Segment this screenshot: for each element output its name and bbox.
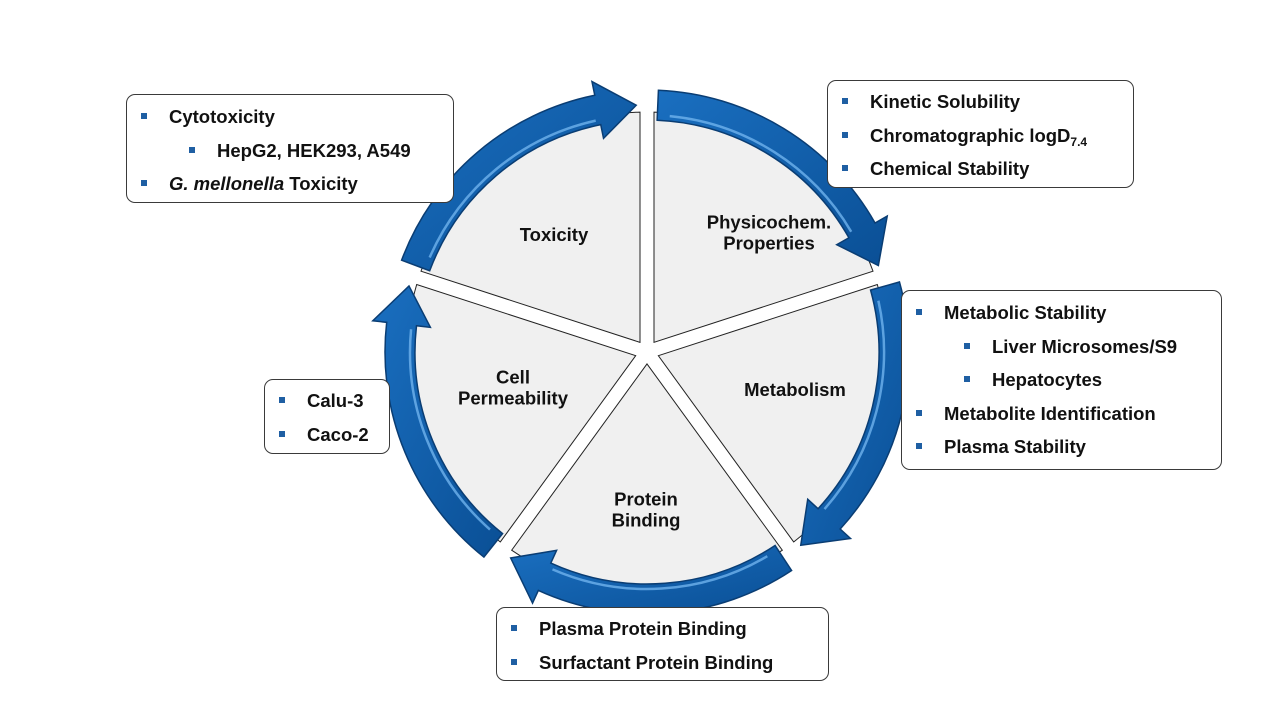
- bullet-icon: [279, 397, 285, 403]
- arrow-highlight: [428, 119, 596, 258]
- bullet-icon: [189, 146, 195, 153]
- list-item: Cytotoxicity: [127, 100, 453, 134]
- segment-label-toxicity: Toxicity: [520, 224, 589, 245]
- list-item-text: Plasma Protein Binding: [539, 618, 747, 639]
- list-item-text: Caco-2: [307, 423, 369, 445]
- bullet-icon: [916, 309, 922, 315]
- list-item: Metabolite Identification: [902, 397, 1221, 431]
- list-item: Metabolic Stability: [902, 296, 1221, 330]
- bullet-icon: [511, 658, 517, 665]
- list-item-text: Surfactant Protein Binding: [539, 651, 774, 673]
- arrow-highlight: [669, 114, 853, 233]
- list-item: Chromatographic logD7.4: [828, 119, 1133, 153]
- bullet-icon: [141, 180, 147, 186]
- list-item: Plasma Protein Binding: [497, 612, 828, 646]
- list-item-text: Chromatographic logD7.4: [870, 124, 1088, 149]
- bullet-icon: [842, 98, 848, 104]
- list-item: Hepatocytes: [902, 363, 1221, 397]
- bullet-icon: [511, 625, 517, 631]
- list-item-text: Metabolic Stability: [944, 302, 1107, 323]
- segment-label-metabolism: Metabolism: [744, 379, 846, 400]
- bullet-icon: [964, 376, 970, 382]
- list-item-text: G. mellonella Toxicity: [169, 173, 358, 194]
- list-item-text: Plasma Stability: [944, 436, 1086, 457]
- list-item-text: HepG2, HEK293, A549: [217, 139, 411, 161]
- list-item: Kinetic Solubility: [828, 85, 1133, 119]
- list-item-text: Liver Microsomes/S9: [992, 335, 1178, 357]
- list-item: Calu-3: [265, 384, 389, 418]
- bullet-icon: [964, 342, 970, 349]
- bullet-icon: [279, 430, 285, 437]
- list-item-text: Calu-3: [307, 390, 364, 411]
- arrow-highlight: [823, 300, 886, 510]
- arrow-highlight: [408, 329, 491, 531]
- bullet-icon: [916, 443, 922, 449]
- list-item: HepG2, HEK293, A549: [127, 134, 453, 168]
- list-item-text: Hepatocytes: [992, 369, 1103, 390]
- bullet-icon: [916, 409, 922, 416]
- arrow-highlight: [551, 555, 768, 591]
- list-item-text: Chemical Stability: [870, 158, 1030, 179]
- bullet-icon: [842, 131, 848, 138]
- list-item-text: Metabolite Identification: [944, 402, 1156, 424]
- bullet-icon: [141, 113, 147, 119]
- list-item: Caco-2: [265, 418, 389, 452]
- list-item: G. mellonella Toxicity: [127, 167, 453, 201]
- list-item: Plasma Stability: [902, 430, 1221, 464]
- list-item-text: Cytotoxicity: [169, 106, 275, 127]
- list-item: Chemical Stability: [828, 152, 1133, 186]
- list-item-text: Kinetic Solubility: [870, 91, 1021, 112]
- list-item: Surfactant Protein Binding: [497, 646, 828, 680]
- list-item: Liver Microsomes/S9: [902, 330, 1221, 364]
- segment-label-physicochem: Physicochem.Properties: [707, 212, 831, 254]
- cycle-arrow-cell-permeability: [371, 284, 504, 559]
- bullet-icon: [842, 165, 848, 171]
